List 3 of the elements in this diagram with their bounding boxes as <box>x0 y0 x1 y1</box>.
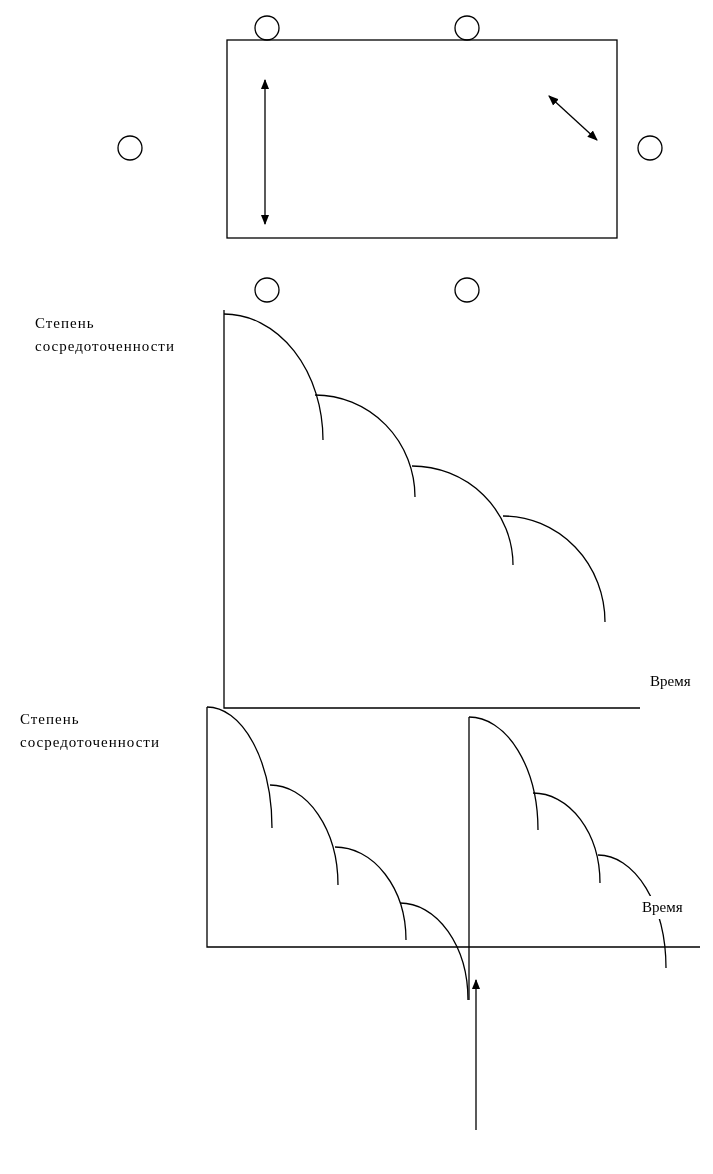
axis-label: Время <box>640 896 685 919</box>
axis-label: Степень сосредоточенности <box>20 710 161 752</box>
axis-label: Степень сосредоточенности <box>35 314 176 356</box>
